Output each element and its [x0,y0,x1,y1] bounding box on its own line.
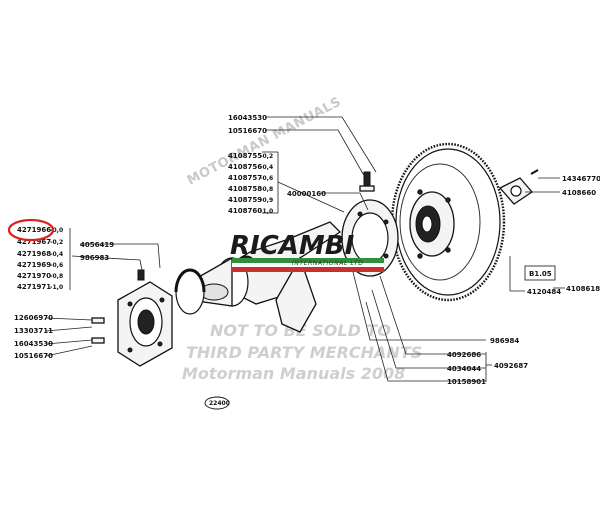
diagram-reference-label: 22400 [209,400,230,407]
part-label: 4271966 [17,226,51,234]
part-label: 4092687 [494,362,528,370]
part-label: 4271970 [17,272,51,280]
oversize-label: -0,2 [50,239,63,246]
right-group-labels: 14346770 4108660 B1.05 4120484 4108618 [524,175,600,296]
oversize-label: -0,6 [50,262,63,269]
part-label: 16043530 [14,340,53,348]
part-label: 10516670 [14,352,53,360]
part-label: 4120484 [527,288,561,296]
part-label: 10516670 [228,127,267,135]
highlight-circle [7,218,55,242]
ricambi-logo: RICAMBI INTERNATIONAL LTD [230,231,384,272]
part-label: 4108618 [566,285,600,293]
part-label: 4271967 [17,238,51,246]
cover-plate [498,169,539,205]
oversize-label: -0,8 [260,186,273,193]
part-label: 4108759 [228,196,262,204]
bottom-group-labels: 986984 4092686 4034044 10158901 4092687 [447,337,528,386]
oversize-label: -0,2 [260,153,273,160]
top-group-labels: 16043530 10516670 4108755 -0,2 4108756 -… [228,114,326,215]
part-label: 4108755 [228,152,262,160]
logo-subtitle: INTERNATIONAL LTD [292,260,363,267]
reference-box [524,265,556,281]
diagram-reference: 22400 [204,396,230,410]
part-label: 4271968 [17,250,51,258]
oversize-label: -0,8 [50,273,63,280]
oversize-label: -0,6 [260,175,273,182]
part-label: 40000160 [287,190,326,198]
part-label: 10158901 [447,378,486,386]
oversize-label: -0,4 [50,251,63,258]
oversize-label: -1,0 [260,208,273,215]
leader-lines [45,116,565,382]
part-label: 12606970 [14,314,53,322]
part-label: 4271969 [17,261,51,269]
part-label: 4271971 [17,283,51,291]
watermark-line-3: Motorman Manuals 2008 [182,364,405,383]
logo-text: RICAMBI [230,231,355,261]
front-flange [91,269,173,367]
part-label: 4108660 [562,189,596,197]
part-label: 4056419 [80,241,114,249]
flywheel [390,142,506,302]
part-label: 4108758 [228,185,262,193]
oversize-label: -0,0 [50,227,63,234]
part-label: 4034044 [447,365,481,373]
watermark-line-2: THIRD PARTY MERCHANTS [186,343,422,362]
oversize-label: -0,4 [260,164,273,171]
part-label: 4108757 [228,174,262,182]
part-label: 4092686 [447,351,481,359]
oversize-label: -1,0 [50,284,63,291]
reference-label: B1.05 [529,270,552,278]
part-label: 4108756 [228,163,262,171]
part-label: 14346770 [562,175,600,183]
part-label: 986983 [80,254,109,262]
part-label: 986984 [490,337,519,345]
oversize-label: -0,9 [260,197,273,204]
left-group-labels: 4271966 -0,0 4271967 -0,2 4271968 -0,4 4… [7,218,114,360]
part-label: 16043530 [228,114,267,122]
part-label: 13303711 [14,327,53,335]
part-label: 4108760 [228,207,262,215]
